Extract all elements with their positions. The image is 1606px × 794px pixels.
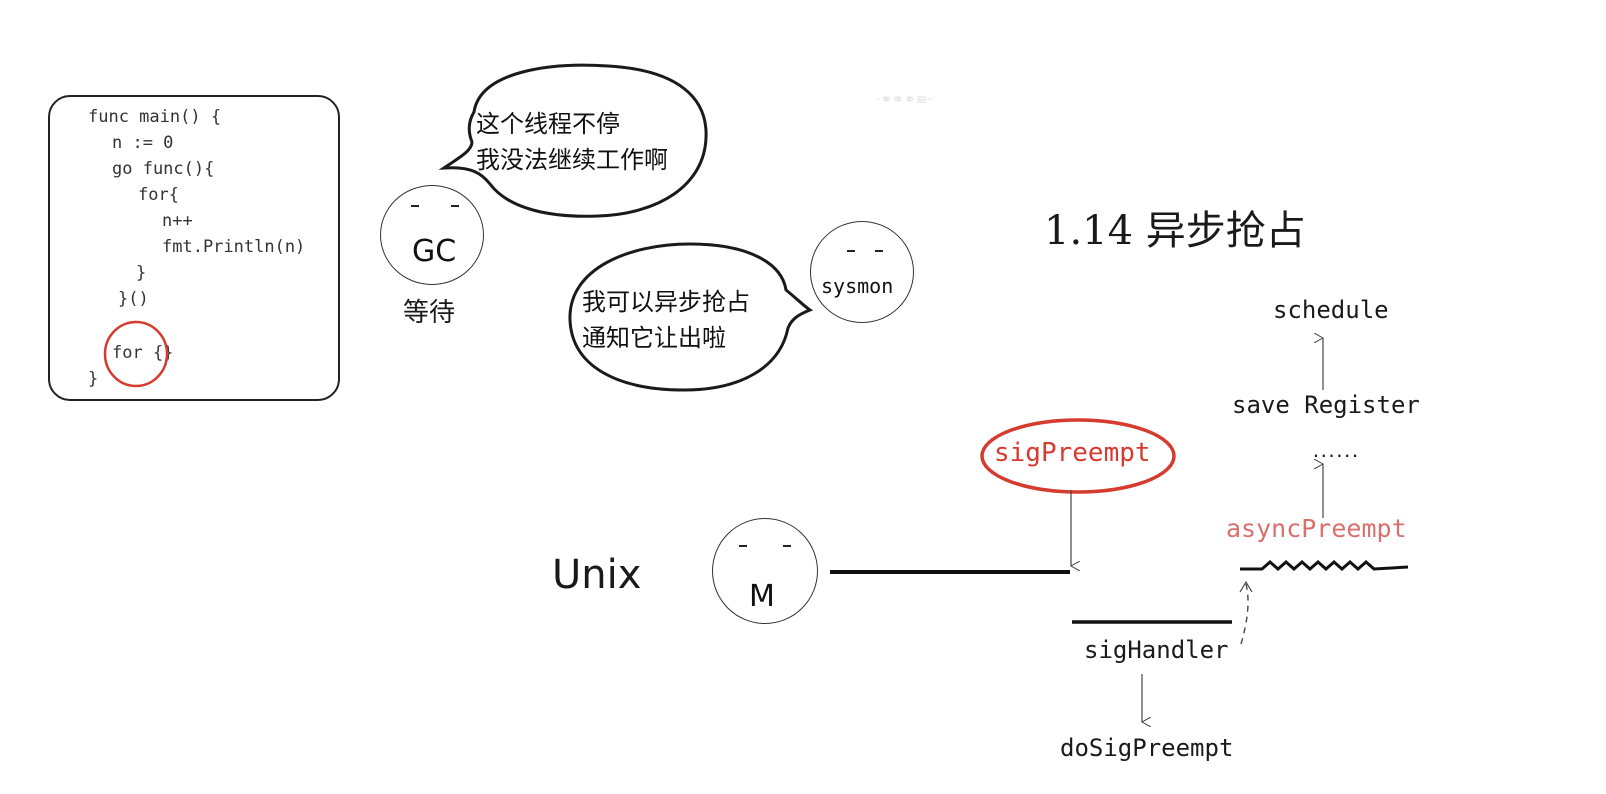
ellipsis-label: ...... <box>1312 446 1359 461</box>
code-box: func main() { n := 0 go func(){ for{ n++… <box>48 95 340 401</box>
handler-label: sigHandler <box>1084 636 1229 664</box>
gc-bubble-line-2: 我没法继续工作啊 <box>476 146 668 174</box>
gc-speech-bubble <box>438 63 708 218</box>
sysmon-bubble-line-2: 通知它让出啦 <box>582 324 726 352</box>
schedule-label: schedule <box>1273 296 1389 324</box>
sysmon-face: sysmon <box>810 221 914 323</box>
gc-face: GC <box>380 185 484 285</box>
highlight-circle <box>103 320 169 388</box>
code-line-close-go: }() <box>118 289 149 309</box>
code-line-close-for: } <box>136 263 147 283</box>
async-zigzag-line <box>1240 560 1409 571</box>
resume-dashed-arrow <box>1240 583 1249 645</box>
gc-bubble-text: 这个线程不停 我没法继续工作啊 <box>476 106 668 178</box>
code-line-increment: n++ <box>162 211 193 231</box>
gc-bubble-line-1: 这个线程不停 <box>476 110 620 138</box>
code-line-close-main: } <box>88 369 99 389</box>
os-label: Unix <box>552 552 642 598</box>
code-line-n-init: n := 0 <box>112 133 174 153</box>
gc-label: GC <box>412 234 457 269</box>
signal-oval <box>980 418 1176 494</box>
gc-status: 等待 <box>403 298 456 328</box>
code-line-func-main: func main() { <box>88 107 222 127</box>
sysmon-speech-bubble <box>568 242 814 392</box>
code-line-for: for{ <box>138 185 179 205</box>
sysmon-left-eye <box>847 250 855 252</box>
signal-label: sigPreempt <box>994 438 1151 468</box>
m-label: M <box>749 579 775 614</box>
m-left-eye <box>739 545 747 547</box>
sysmon-bubble-text: 我可以异步抢占 通知它让出啦 <box>582 284 750 356</box>
page-title: 1.14 异步抢占 <box>1044 208 1306 254</box>
sysmon-right-eye <box>875 250 883 252</box>
sysmon-bubble-line-1: 我可以异步抢占 <box>582 288 750 316</box>
code-line-println: fmt.Println(n) <box>162 237 306 257</box>
gc-left-eye <box>411 205 419 207</box>
do-preempt-label: doSigPreempt <box>1060 734 1234 762</box>
async-label: asyncPreempt <box>1226 514 1407 543</box>
sysmon-label: sysmon <box>821 274 894 298</box>
resume-arrowhead <box>1239 580 1253 593</box>
save-register-label: save Register <box>1232 391 1420 419</box>
code-line-go-func: go func(){ <box>112 159 215 179</box>
m-face: M <box>712 518 818 624</box>
gc-right-eye <box>451 205 459 207</box>
watermark: ·⚭⚭⚭≡· <box>876 92 932 108</box>
code-line-empty-for: for {} <box>112 343 174 363</box>
m-right-eye <box>783 545 791 547</box>
